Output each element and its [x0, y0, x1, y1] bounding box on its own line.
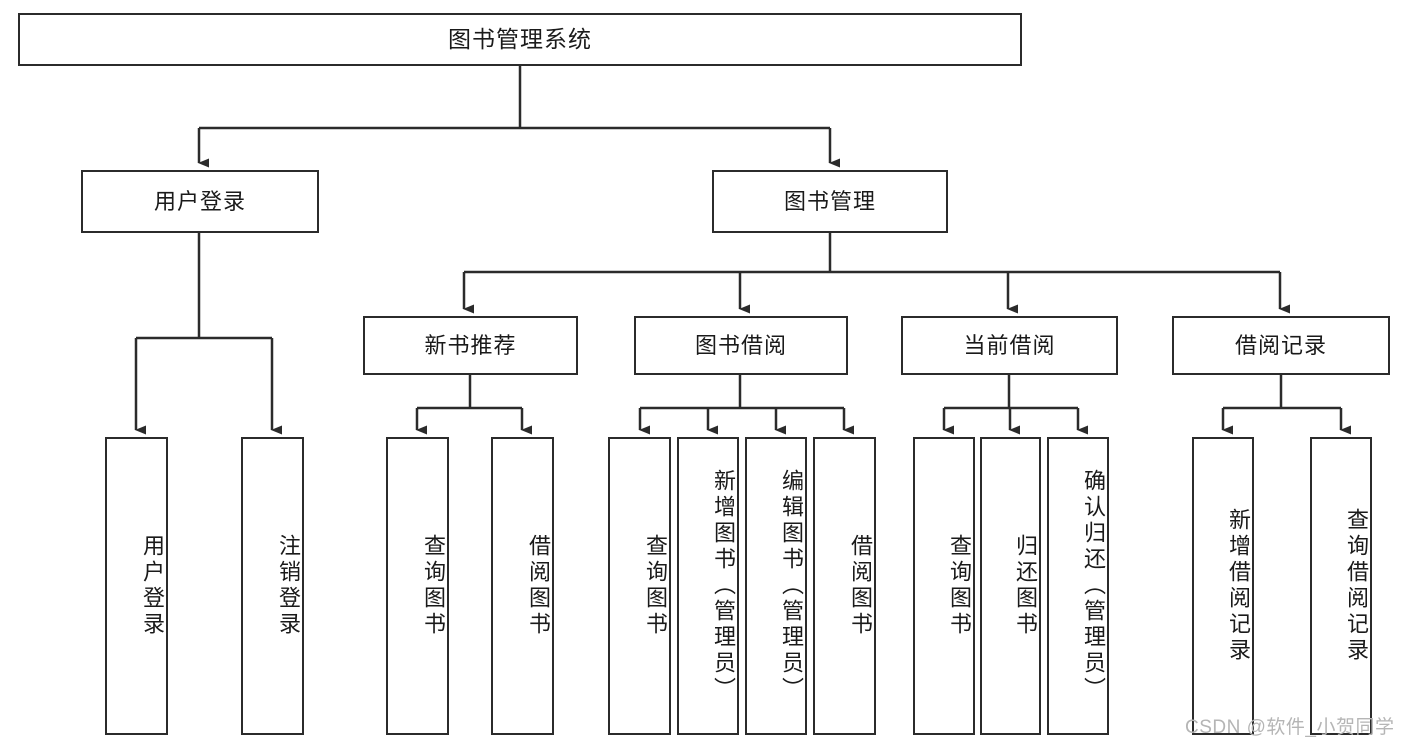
- node-leaf-logout-login[interactable]: 注销登录: [241, 437, 304, 735]
- node-label: 新书推荐: [424, 332, 517, 358]
- node-label: 用户登录: [140, 534, 165, 638]
- node-label: 新增图书（管理员）: [711, 469, 736, 703]
- node-label: 确认归还（管理员）: [1081, 469, 1106, 703]
- node-leaf-add-borrow-record[interactable]: 新增借阅记录: [1192, 437, 1254, 735]
- node-label: 归还图书: [1013, 534, 1038, 638]
- node-current-borrow[interactable]: 当前借阅: [901, 316, 1118, 375]
- node-label: 当前借阅: [963, 332, 1056, 358]
- node-leaf-add-book[interactable]: 新增图书（管理员）: [677, 437, 739, 735]
- node-book-management[interactable]: 图书管理: [712, 170, 948, 233]
- node-leaf-query-borrow-record[interactable]: 查询借阅记录: [1310, 437, 1372, 735]
- node-borrow-record[interactable]: 借阅记录: [1172, 316, 1390, 375]
- node-user-login[interactable]: 用户登录: [81, 170, 319, 233]
- node-label: 查询图书: [643, 534, 668, 638]
- node-label: 借阅图书: [526, 534, 551, 638]
- node-book-borrow[interactable]: 图书借阅: [634, 316, 848, 375]
- node-leaf-query-book-current[interactable]: 查询图书: [913, 437, 975, 735]
- node-label: 借阅记录: [1234, 332, 1327, 358]
- node-label: 编辑图书（管理员）: [779, 469, 804, 703]
- node-leaf-return-book[interactable]: 归还图书: [980, 437, 1041, 735]
- node-leaf-query-book-borrow[interactable]: 查询图书: [608, 437, 671, 735]
- node-leaf-user-login[interactable]: 用户登录: [105, 437, 168, 735]
- node-leaf-edit-book[interactable]: 编辑图书（管理员）: [745, 437, 807, 735]
- node-label: 查询借阅记录: [1344, 508, 1369, 664]
- csdn-watermark: CSDN @软件_小贺同学: [1185, 717, 1395, 738]
- node-leaf-confirm-return[interactable]: 确认归还（管理员）: [1047, 437, 1109, 735]
- node-leaf-borrow-book-new[interactable]: 借阅图书: [491, 437, 554, 735]
- node-label: 图书借阅: [694, 332, 787, 358]
- node-label: 借阅图书: [848, 534, 873, 638]
- node-leaf-query-book-new[interactable]: 查询图书: [386, 437, 449, 735]
- node-label: 查询图书: [421, 534, 446, 638]
- node-label: 图书管理: [783, 188, 876, 214]
- node-label: 用户登录: [153, 188, 246, 214]
- node-label: 查询图书: [947, 534, 972, 638]
- node-root-book-management-system[interactable]: 图书管理系统: [18, 13, 1022, 66]
- node-new-book-recommend[interactable]: 新书推荐: [363, 316, 578, 375]
- node-leaf-borrow-book[interactable]: 借阅图书: [813, 437, 876, 735]
- node-label: 图书管理系统: [448, 26, 592, 53]
- node-label: 注销登录: [276, 534, 301, 638]
- node-label: 新增借阅记录: [1226, 508, 1251, 664]
